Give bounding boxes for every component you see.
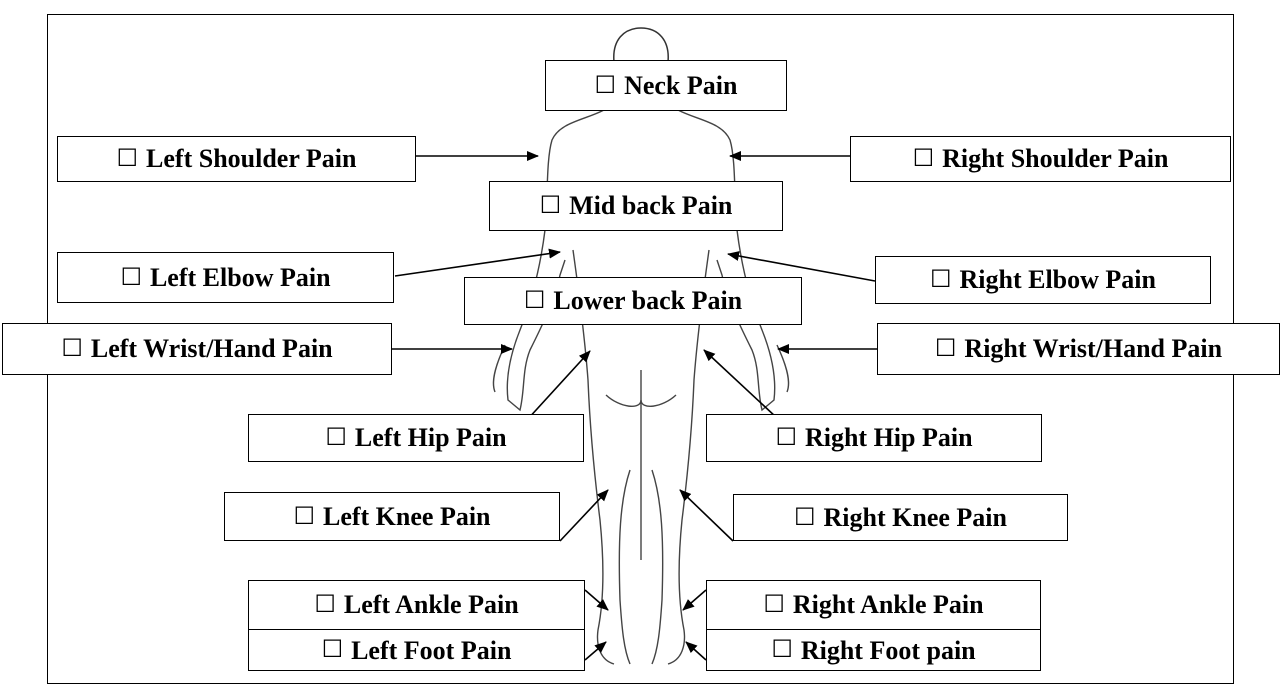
right-foot-pain-option[interactable]: ☐ Right Foot pain (706, 629, 1041, 671)
checkbox-icon[interactable]: ☐ (524, 289, 546, 313)
right-elbow-pain-option[interactable]: ☐ Right Elbow Pain (875, 256, 1211, 304)
right-foot-pain-label: Right Foot pain (801, 638, 976, 664)
right-wrist-hand-pain-option[interactable]: ☐ Right Wrist/Hand Pain (877, 323, 1280, 375)
left-shoulder-pain-label: Left Shoulder Pain (146, 146, 356, 172)
checkbox-icon[interactable]: ☐ (314, 593, 336, 617)
arrow-right-ankle (683, 590, 706, 610)
right-hip-pain-option[interactable]: ☐ Right Hip Pain (706, 414, 1042, 462)
left-hip-pain-option[interactable]: ☐ Left Hip Pain (248, 414, 584, 462)
left-elbow-pain-option[interactable]: ☐ Left Elbow Pain (57, 252, 394, 303)
right-shoulder-pain-option[interactable]: ☐ Right Shoulder Pain (850, 136, 1231, 182)
checkbox-icon[interactable]: ☐ (794, 506, 816, 530)
checkbox-icon[interactable]: ☐ (935, 337, 957, 361)
checkbox-icon[interactable]: ☐ (763, 593, 785, 617)
checkbox-icon[interactable]: ☐ (913, 147, 935, 171)
right-elbow-pain-label: Right Elbow Pain (960, 267, 1157, 293)
left-ankle-pain-label: Left Ankle Pain (344, 592, 519, 618)
checkbox-icon[interactable]: ☐ (775, 426, 797, 450)
right-hip-pain-label: Right Hip Pain (805, 425, 973, 451)
neck-pain-label: Neck Pain (624, 73, 737, 99)
checkbox-icon[interactable]: ☐ (325, 426, 347, 450)
checkbox-icon[interactable]: ☐ (595, 74, 617, 98)
left-foot-pain-option[interactable]: ☐ Left Foot Pain (248, 629, 585, 671)
left-wrist-hand-pain-label: Left Wrist/Hand Pain (91, 336, 333, 362)
arrow-right-foot (686, 642, 706, 660)
checkbox-icon[interactable]: ☐ (322, 638, 344, 662)
head-outline (614, 28, 668, 62)
right-ankle-pain-label: Right Ankle Pain (793, 592, 984, 618)
arrow-right-knee (680, 490, 733, 541)
checkbox-icon[interactable]: ☐ (930, 268, 952, 292)
left-knee-pain-label: Left Knee Pain (323, 504, 491, 530)
left-wrist-hand-pain-option[interactable]: ☐ Left Wrist/Hand Pain (2, 323, 392, 375)
checkbox-icon[interactable]: ☐ (117, 147, 139, 171)
left-hip-pain-label: Left Hip Pain (355, 425, 507, 451)
checkbox-icon[interactable]: ☐ (771, 638, 793, 662)
left-knee-pain-option[interactable]: ☐ Left Knee Pain (224, 492, 560, 541)
checkbox-icon[interactable]: ☐ (293, 505, 315, 529)
arrow-left-ankle (585, 590, 608, 610)
right-knee-pain-label: Right Knee Pain (824, 505, 1007, 531)
left-ankle-pain-option[interactable]: ☐ Left Ankle Pain (248, 580, 585, 630)
left-elbow-pain-label: Left Elbow Pain (150, 265, 331, 291)
right-wrist-hand-pain-label: Right Wrist/Hand Pain (964, 336, 1222, 362)
right-shoulder-pain-label: Right Shoulder Pain (942, 146, 1168, 172)
right-knee-pain-option[interactable]: ☐ Right Knee Pain (733, 494, 1068, 541)
mid-back-pain-label: Mid back Pain (569, 193, 732, 219)
left-shoulder-pain-option[interactable]: ☐ Left Shoulder Pain (57, 136, 416, 182)
checkbox-icon[interactable]: ☐ (540, 194, 562, 218)
right-ankle-pain-option[interactable]: ☐ Right Ankle Pain (706, 580, 1041, 630)
neck-pain-option[interactable]: ☐ Neck Pain (545, 60, 787, 111)
mid-back-pain-option[interactable]: ☐ Mid back Pain (489, 181, 783, 231)
lower-back-pain-label: Lower back Pain (553, 288, 742, 314)
arrow-right-hip (704, 350, 777, 418)
checkbox-icon[interactable]: ☐ (61, 337, 83, 361)
left-foot-pain-label: Left Foot Pain (351, 638, 511, 664)
lower-back-pain-option[interactable]: ☐ Lower back Pain (464, 277, 802, 325)
arrow-left-elbow (395, 252, 560, 276)
checkbox-icon[interactable]: ☐ (120, 266, 142, 290)
